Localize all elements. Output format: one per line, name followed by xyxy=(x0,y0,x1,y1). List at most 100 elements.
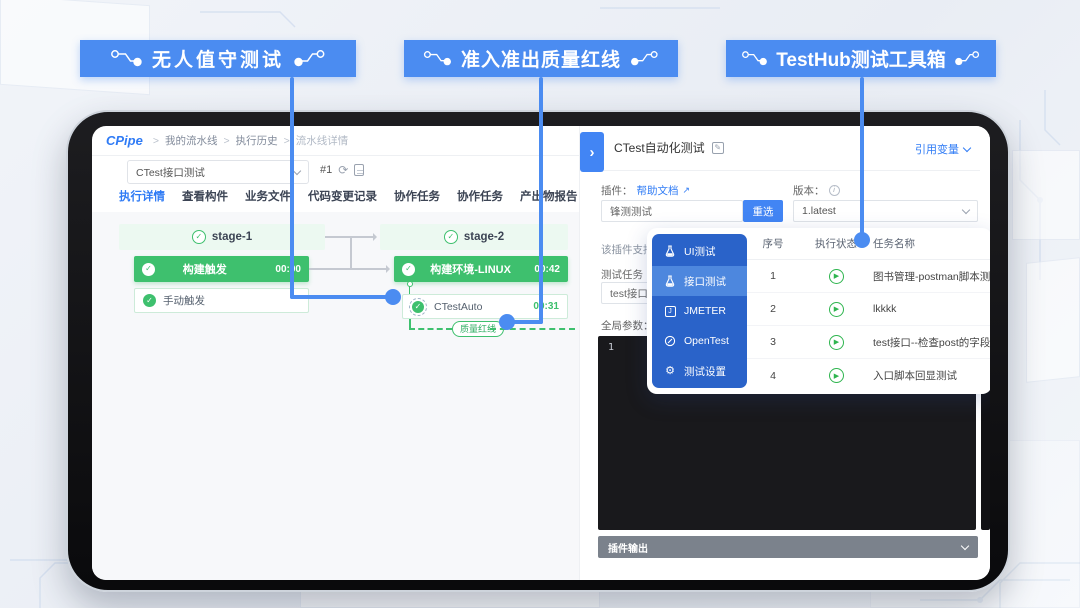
connector-line-2 xyxy=(539,77,543,324)
panel-title-row: CTest自动化测试 ✎ xyxy=(614,139,724,156)
menu-item-label: 测试设置 xyxy=(684,365,726,378)
table-row[interactable]: 1 ▶ 图书管理-postman脚本测试 xyxy=(747,260,990,293)
plugin-output-label: 插件输出 xyxy=(608,543,648,555)
cell-task-name: 入口脚本回显测试 xyxy=(873,370,957,382)
reselect-button[interactable]: 重选 xyxy=(743,200,783,222)
run-number: #1 xyxy=(320,164,333,176)
cell-task-name: lkkkk xyxy=(873,303,897,315)
job-name: 手动触发 xyxy=(163,295,205,307)
editor-scrollbar[interactable] xyxy=(981,336,990,530)
testhub-menu: UI测试 接口测试 J JMETER xyxy=(652,234,747,388)
plugin-support-hint: 该插件支持 xyxy=(601,242,654,257)
tab-output-report[interactable]: 产出物报告 xyxy=(520,191,578,203)
compass-icon xyxy=(664,335,676,347)
menu-item-test-settings[interactable]: ⚙ 测试设置 xyxy=(652,356,747,386)
breadcrumb: > 我的流水线 > 执行历史 > 流水线详情 xyxy=(153,133,348,148)
plugin-name-input[interactable] xyxy=(601,200,743,222)
breadcrumb-separator: > xyxy=(223,134,230,147)
breadcrumb-item-pipelines[interactable]: 我的流水线 xyxy=(164,135,218,147)
tab-collab-tasks-2[interactable]: 协作任务 xyxy=(457,191,503,203)
background-block xyxy=(1012,150,1080,240)
connector-line-1 xyxy=(290,295,390,299)
plugin-support-hint-text: 该插件支持 xyxy=(601,244,654,256)
flask-icon xyxy=(664,275,676,287)
callout-label: 准入准出质量红线 xyxy=(460,50,621,71)
stage-1-header: ✓ stage-1 xyxy=(119,224,325,250)
job-ctestauto[interactable]: ✓ CTestAuto 00:31 xyxy=(402,294,568,319)
pipeline-select[interactable]: CTest接口测试 xyxy=(127,160,309,184)
play-status-icon: ▶ xyxy=(828,334,844,350)
reference-variables-dropdown[interactable]: 引用变量 xyxy=(915,141,972,157)
check-circle-icon: ✓ xyxy=(443,230,458,244)
arrow-right-icon xyxy=(373,233,381,241)
run-number-row: #1 ⟳ xyxy=(320,163,365,177)
gear-icon: ⚙ xyxy=(665,364,675,377)
callout-quality-redline: 准入准出质量红线 xyxy=(404,40,678,77)
breadcrumb-item-history[interactable]: 执行历史 xyxy=(235,135,278,147)
tab-bar: 执行详情 查看构件 业务文件 代码变更记录 协作任务 协作任务 产出物报告 xyxy=(119,188,579,212)
circuit-right-icon xyxy=(954,51,979,66)
background-block xyxy=(1026,257,1080,383)
refresh-icon[interactable]: ⟳ xyxy=(338,163,349,177)
cell-no: 1 xyxy=(770,270,776,282)
job-build-trigger[interactable]: ✓ 构建触发 00:00 xyxy=(134,256,309,282)
menu-item-label: JMETER xyxy=(684,305,726,317)
job-name: 构建环境-LINUX xyxy=(430,264,511,276)
tab-collab-tasks-1[interactable]: 协作任务 xyxy=(394,191,440,203)
cell-no: 4 xyxy=(770,369,776,382)
breadcrumb-separator: > xyxy=(283,134,290,147)
check-circle-icon: ✓ xyxy=(143,294,156,307)
job-name: 构建触发 xyxy=(182,264,227,276)
table-row[interactable]: 4 ▶ 入口脚本回显测试 xyxy=(747,359,990,392)
check-circle-icon: ✓ xyxy=(402,262,415,276)
version-select-value: 1.latest xyxy=(802,205,836,217)
play-status-icon: ▶ xyxy=(828,268,844,284)
menu-item-jmeter[interactable]: J JMETER xyxy=(652,296,747,326)
cell-no: 2 xyxy=(770,303,776,315)
help-doc-link[interactable]: 帮助文档 xyxy=(636,185,679,197)
play-status-icon: ▶ xyxy=(828,301,844,317)
tablet-frame: CPipe > 我的流水线 > 执行历史 > 流水线详情 CTest接口测试 xyxy=(66,110,1010,592)
breadcrumb-separator: > xyxy=(152,134,159,147)
menu-item-opentest[interactable]: OpenTest xyxy=(652,326,747,356)
chevron-down-icon xyxy=(962,143,972,152)
pipeline-panel: CPipe > 我的流水线 > 执行历史 > 流水线详情 CTest接口测试 xyxy=(92,126,579,580)
menu-item-label: OpenTest xyxy=(684,335,729,347)
stage-connector xyxy=(350,236,352,269)
chevron-down-icon xyxy=(961,205,971,214)
circuit-right-icon xyxy=(294,50,325,67)
tab-execution-detail[interactable]: 执行详情 xyxy=(119,188,165,212)
table-row[interactable]: 3 ▶ test接口--检查post的字段 xyxy=(747,326,990,359)
edit-icon[interactable]: ✎ xyxy=(711,141,724,154)
flask-icon xyxy=(664,245,676,257)
tab-view-artifacts[interactable]: 查看构件 xyxy=(182,191,228,203)
chevron-right-icon: › xyxy=(589,143,595,161)
divider xyxy=(604,170,980,171)
job-link-node xyxy=(407,281,413,287)
stage-2-header: ✓ stage-2 xyxy=(380,224,568,250)
version-select[interactable]: 1.latest xyxy=(793,200,978,222)
global-params-label: 全局参数： xyxy=(601,320,654,332)
version-label: 版本： xyxy=(793,185,825,197)
job-duration: 00:31 xyxy=(533,301,559,312)
tab-business-files[interactable]: 业务文件 xyxy=(245,191,291,203)
chevron-down-icon xyxy=(960,541,970,550)
tab-code-changes[interactable]: 代码变更记录 xyxy=(308,191,377,203)
gate-dashed-line xyxy=(409,319,411,329)
panel-collapse-button[interactable]: › xyxy=(580,132,604,172)
log-document-icon[interactable] xyxy=(354,164,365,176)
arrow-right-icon xyxy=(386,265,394,273)
menu-item-ui-test[interactable]: UI测试 xyxy=(652,236,747,266)
callout-unattended-testing: 无人值守测试 xyxy=(80,40,356,77)
header-status: 执行状态 xyxy=(815,238,857,250)
connector-dot-3 xyxy=(854,232,870,248)
table-row[interactable]: 2 ▶ lkkkk xyxy=(747,293,990,326)
gate-dashed-line xyxy=(490,328,575,330)
plugin-output-bar[interactable]: 插件输出 xyxy=(598,536,978,558)
version-label-row: 版本： i xyxy=(793,183,840,198)
job-manual-trigger[interactable]: ✓ 手动触发 xyxy=(134,288,309,313)
menu-item-api-test[interactable]: 接口测试 xyxy=(652,266,747,296)
check-circle-icon: ✓ xyxy=(191,230,206,244)
cell-task-name: 图书管理-postman脚本测试 xyxy=(873,270,990,283)
